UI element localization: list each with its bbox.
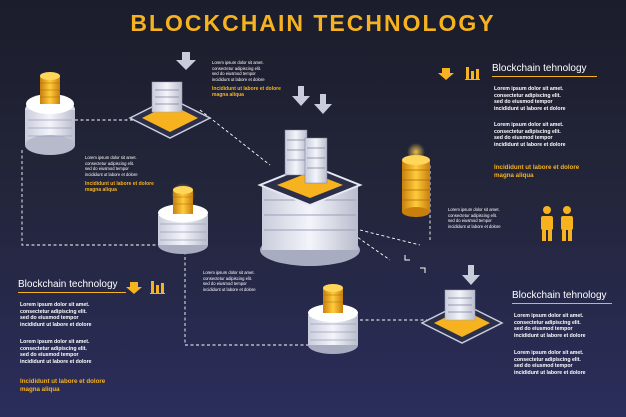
text-block-left-1: Lorem ipsum dolor sit amet.consectetur a… xyxy=(20,302,92,328)
coin-icon-bottom-left xyxy=(126,282,142,294)
processor-node-top xyxy=(128,52,212,139)
heading-underline xyxy=(18,292,126,293)
text-block-right-2: Lorem ipsum dolor sit amet.consectetur a… xyxy=(494,122,566,148)
text-block-bottom-right-1: Lorem ipsum dolor sit amet.consectetur a… xyxy=(514,313,586,339)
heading-bottom-right: Blockchain tehnology xyxy=(512,290,607,301)
text-block-bottom-right-2: Lorem ipsum dolor sit amet.consectetur a… xyxy=(514,350,586,376)
text-block-right-1: Lorem ipsum dolor sit amet.consectetur a… xyxy=(494,86,566,112)
processor-node-bottom-right xyxy=(420,265,504,344)
text-block-left-2: Lorem ipsum dolor sit amet.consectetur a… xyxy=(20,339,92,365)
bar-chart-icon-top-right xyxy=(465,67,480,80)
node-text-mid-left: Lorem ipsum dolor sit amet.consectetur a… xyxy=(85,155,138,177)
server-coin-stack-top-left xyxy=(25,72,75,155)
node-text-mid-right: Lorem ipsum dolor sit amet.consectetur a… xyxy=(448,207,501,229)
coin-icon-top-right xyxy=(438,68,454,80)
focus-bracket-icon xyxy=(404,255,426,273)
server-coin-stack-bottom xyxy=(308,284,358,354)
server-coin-stack-mid-left xyxy=(158,183,208,254)
central-server xyxy=(257,86,363,266)
heading-bottom-left: Blockchain technology xyxy=(18,279,118,290)
connector-lines xyxy=(21,109,431,346)
node-text-top-center: Lorem ipsum dolor sit amet.consectetur a… xyxy=(212,60,265,82)
heading-top-right: Blockchain tehnology xyxy=(492,63,587,74)
node-text-bottom-center: Lorem ipsum dolor sit amet.consectetur a… xyxy=(203,270,256,292)
bar-chart-icon-bottom-left xyxy=(150,281,165,294)
heading-underline xyxy=(512,303,612,304)
coin-stack-right xyxy=(402,143,430,217)
people-icon xyxy=(541,206,573,241)
page-title: BLOCKCHAIN TECHNOLOGY xyxy=(130,10,496,36)
heading-underline xyxy=(492,76,597,77)
